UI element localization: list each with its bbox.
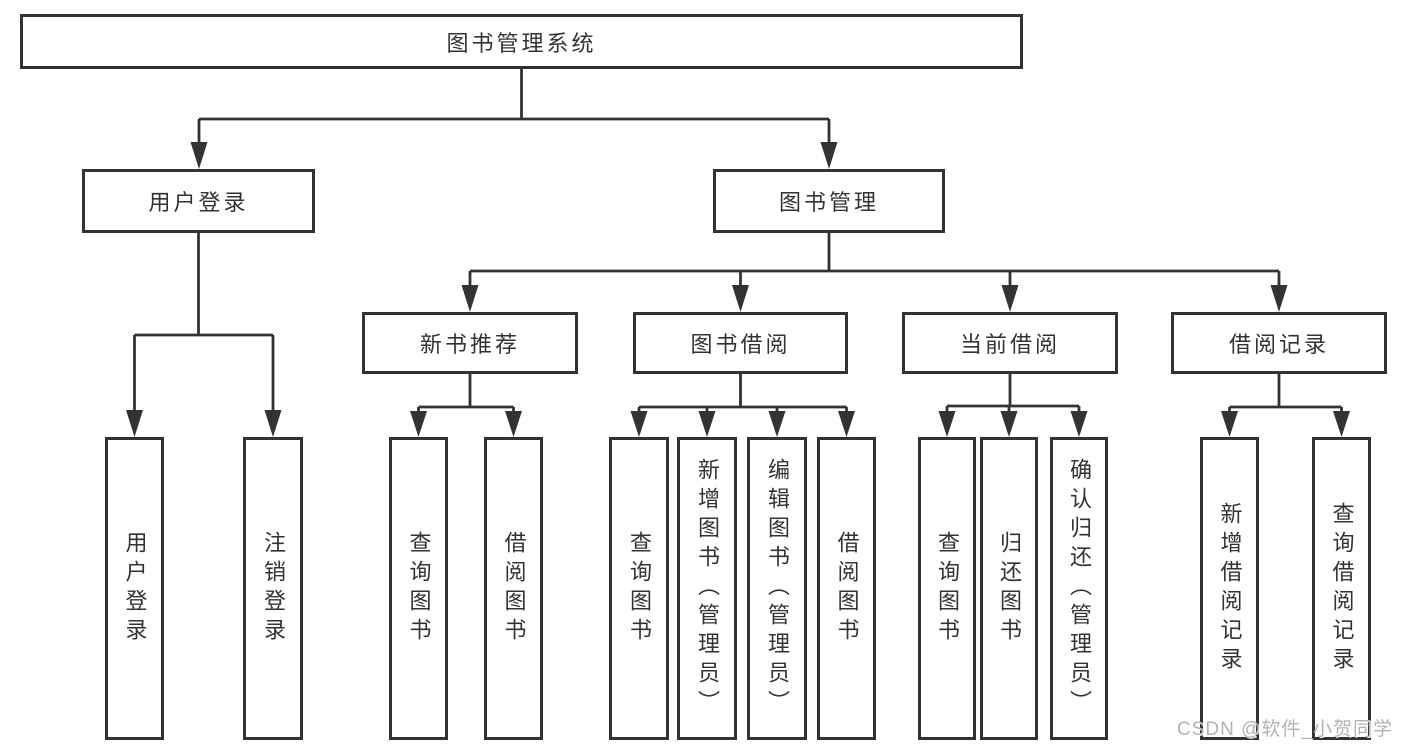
node-borrow-records-label: 借阅记录 [1228,332,1329,357]
node-user-login-label: 用户登录 [148,190,249,215]
leaf-edit-book-label: 编辑图书（管理员） [765,458,790,719]
node-user-login: 用户登录 [82,169,315,233]
leaf-query-borrow-record: 查询借阅记录 [1312,437,1371,740]
node-book-mgmt: 图书管理 [713,169,945,233]
leaf-borrow-book-label: 借阅图书 [834,530,860,647]
node-root-label: 图书管理系统 [446,30,597,56]
leaf-logout: 注销登录 [243,437,303,740]
connector-user-login [126,233,282,437]
leaf-return-book-label: 归还图书 [997,530,1022,647]
connector-new-book-rec [410,374,522,437]
leaf-add-book: 新增图书（管理员） [677,437,737,740]
node-book-mgmt-label: 图书管理 [778,190,879,215]
leaf-confirm-return-label: 确认归还（管理员） [1067,458,1092,719]
leaf-query-borrow-record-label: 查询借阅记录 [1329,501,1355,676]
leaf-add-borrow-record-label: 新增借阅记录 [1217,501,1243,676]
leaf-query-book-borrow: 查询图书 [609,437,669,740]
node-book-borrow: 图书借阅 [633,312,848,374]
node-root: 图书管理系统 [20,14,1023,69]
leaf-query-book-borrow-label: 查询图书 [627,530,652,647]
node-new-book-rec-label: 新书推荐 [419,332,520,357]
leaf-add-borrow-record: 新增借阅记录 [1200,437,1259,740]
leaf-edit-book: 编辑图书（管理员） [747,437,807,740]
node-new-book-rec: 新书推荐 [362,312,578,374]
watermark-text: CSDN @软件_小贺同学 [1177,719,1393,740]
connector-book-mgmt [461,233,1288,312]
leaf-query-book-current-label: 查询图书 [935,530,960,647]
node-borrow-records: 借阅记录 [1171,312,1387,374]
leaf-user-login-label: 用户登录 [122,530,148,647]
connector-borrow-records [1221,374,1350,437]
leaf-logout-label: 注销登录 [261,530,286,647]
leaf-borrow-book-rec: 借阅图书 [484,437,543,740]
node-current-borrow: 当前借阅 [902,312,1118,374]
leaf-borrow-book: 借阅图书 [817,437,876,740]
node-book-borrow-label: 图书借阅 [690,332,791,357]
leaf-add-book-label: 新增图书（管理员） [695,458,720,719]
leaf-query-book-current: 查询图书 [918,437,976,740]
leaf-user-login: 用户登录 [105,437,164,740]
leaf-confirm-return: 确认归还（管理员） [1050,437,1108,740]
node-current-borrow-label: 当前借阅 [959,332,1060,357]
leaf-return-book: 归还图书 [980,437,1038,740]
connector-current-borrow [938,374,1088,437]
leaf-borrow-book-rec-label: 借阅图书 [501,530,527,647]
leaf-query-book-rec-label: 查询图书 [406,530,432,647]
connector-root [190,69,838,169]
connector-book-borrow [630,374,855,437]
leaf-query-book-rec: 查询图书 [389,437,448,740]
